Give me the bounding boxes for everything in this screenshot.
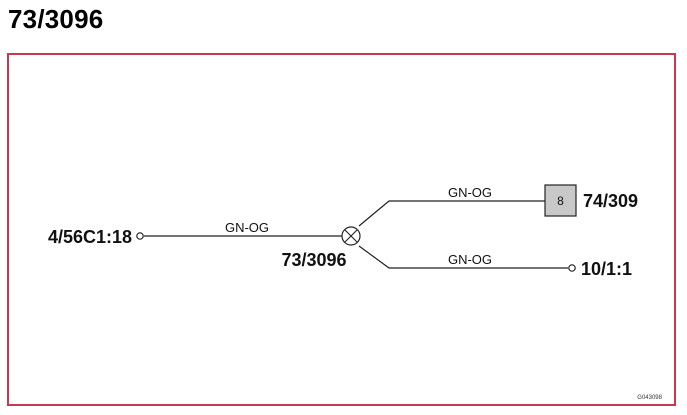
drawing-code: G043098 — [637, 395, 662, 401]
wire-left-label: GN-OG — [225, 220, 269, 235]
splice-label: 73/3096 — [281, 250, 346, 270]
right-terminal-label: 10/1:1 — [581, 259, 632, 279]
splice-icon — [341, 226, 361, 246]
wire-upper — [358, 200, 545, 227]
connector-label: 74/309 — [583, 191, 638, 211]
left-terminal-icon — [136, 232, 144, 240]
right-terminal-icon — [568, 264, 576, 272]
wire-lower — [358, 245, 568, 269]
connector-pin-label: 8 — [557, 194, 564, 208]
left-terminal-label: 4/56C1:18 — [48, 227, 132, 247]
page-title: 73/3096 — [8, 4, 104, 34]
diagram-frame — [7, 53, 676, 406]
connector-box-icon — [544, 184, 577, 217]
wire-upper-label: GN-OG — [448, 185, 492, 200]
wire-lower-label: GN-OG — [448, 252, 492, 267]
